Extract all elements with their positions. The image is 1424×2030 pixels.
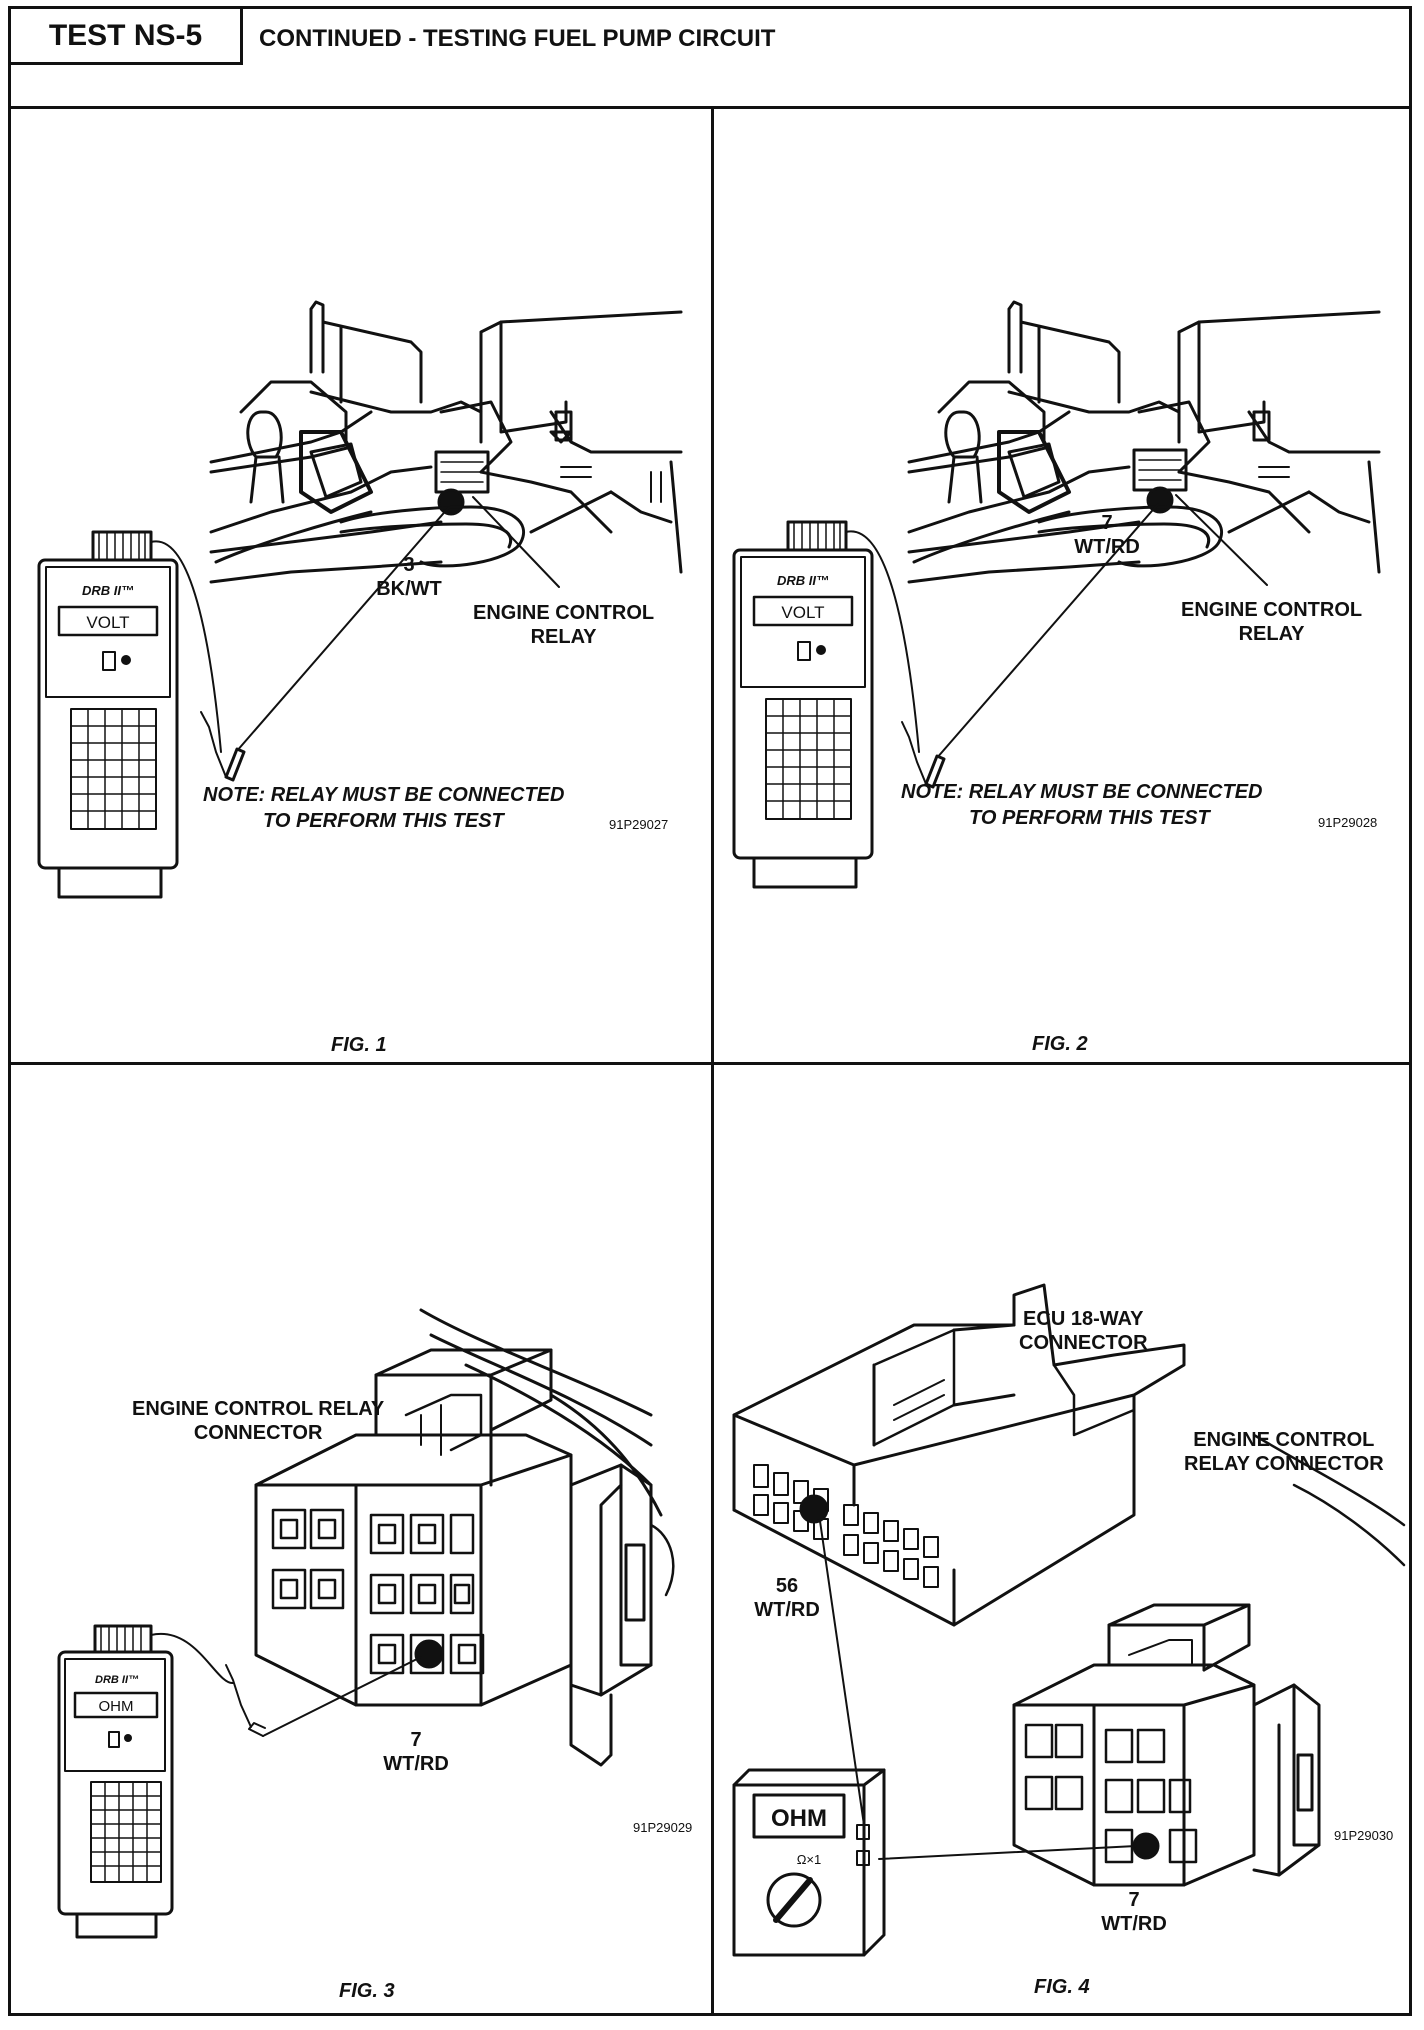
figure-1-illustration: DRB II™ VOLT xyxy=(37,300,683,899)
fig4-meter-range: Ω×1 xyxy=(797,1852,822,1867)
figure-2-panel: DRB II™ VOLT 7 WT/RD ENGINE CONTROL RELA… xyxy=(714,112,1409,1062)
fig4-ecu-connector-label: ECU 18-WAY CONNECTOR xyxy=(1019,1308,1148,1354)
drb-tester-icon xyxy=(732,520,920,889)
fig3-caption: FIG. 3 xyxy=(339,1980,395,2002)
fig2-wire-label: 7 WT/RD xyxy=(1074,512,1140,558)
fig2-note: NOTE: RELAY MUST BE CONNECTED TO PERFORM… xyxy=(901,781,1263,829)
fig3-tester-brand: DRB II™ xyxy=(95,1674,139,1686)
fig4-meter-mode: OHM xyxy=(771,1805,827,1832)
drb-tester-icon xyxy=(37,530,222,899)
fig3-wire-label: 7 WT/RD xyxy=(383,1729,449,1775)
vehicle-console-drawing xyxy=(907,300,1381,584)
panel-divider-vertical xyxy=(711,109,714,2013)
figure-3-illustration: DRB II™ OHM xyxy=(57,1308,675,1939)
figure-1-panel: DRB II™ VOLT 3 BK/WT ENGINE CONTROL RELA… xyxy=(11,112,711,1062)
fig1-note: NOTE: RELAY MUST BE CONNECTED TO PERFORM… xyxy=(203,784,565,832)
fig4-ecu-wire-label: 56 WT/RD xyxy=(754,1575,820,1621)
figure-4-illustration: OHM Ω×1 xyxy=(732,1283,1406,1957)
figure-3-panel: DRB II™ OHM ENGINE CONTROL RELAY CONNECT… xyxy=(11,1065,711,2013)
figure-4-panel: OHM Ω×1 ECU 18-WAY CONNECTOR ENGINE CONT… xyxy=(714,1065,1409,2013)
fig1-wire-label: 3 BK/WT xyxy=(376,554,442,600)
fig2-component-label: ENGINE CONTROL RELAY xyxy=(1181,599,1363,645)
fig3-code: 91P29029 xyxy=(633,1820,693,1835)
ohmmeter-icon xyxy=(732,1768,886,1957)
fig3-component-label: ENGINE CONTROL RELAY CONNECTOR xyxy=(132,1398,385,1444)
fig1-tester-brand: DRB II™ xyxy=(82,583,134,598)
fig4-caption: FIG. 4 xyxy=(1034,1976,1090,1998)
test-id-box: TEST NS-5 xyxy=(11,9,243,65)
fig1-tester-mode: VOLT xyxy=(86,613,129,632)
fig2-code: 91P29028 xyxy=(1318,815,1378,830)
page-frame: TEST NS-5 CONTINUED - TESTING FUEL PUMP … xyxy=(8,6,1412,2016)
fig4-relay-wire-label: 7 WT/RD xyxy=(1101,1889,1167,1935)
drb-tester-icon xyxy=(57,1624,234,1939)
fig4-code: 91P29030 xyxy=(1334,1828,1394,1843)
fig1-code: 91P29027 xyxy=(609,817,669,832)
relay-connector-drawing xyxy=(1012,1433,1406,1887)
fig2-tester-brand: DRB II™ xyxy=(777,573,829,588)
test-title: CONTINUED - TESTING FUEL PUMP CIRCUIT xyxy=(259,25,776,52)
page-header: TEST NS-5 CONTINUED - TESTING FUEL PUMP … xyxy=(11,9,1409,109)
fig3-tester-mode: OHM xyxy=(99,1698,134,1715)
ecu-connector-drawing xyxy=(732,1283,1186,1627)
fig2-caption: FIG. 2 xyxy=(1032,1033,1088,1055)
relay-connector-drawing xyxy=(254,1308,675,1767)
fig1-component-label: ENGINE CONTROL RELAY xyxy=(473,602,655,648)
fig4-relay-connector-label: ENGINE CONTROL RELAY CONNECTOR xyxy=(1184,1429,1384,1475)
fig1-caption: FIG. 1 xyxy=(331,1034,387,1056)
panel-divider-horizontal xyxy=(11,1062,1409,1065)
fig2-tester-mode: VOLT xyxy=(781,603,824,622)
vehicle-console-drawing xyxy=(209,300,683,584)
figure-2-illustration: DRB II™ VOLT xyxy=(732,300,1381,889)
